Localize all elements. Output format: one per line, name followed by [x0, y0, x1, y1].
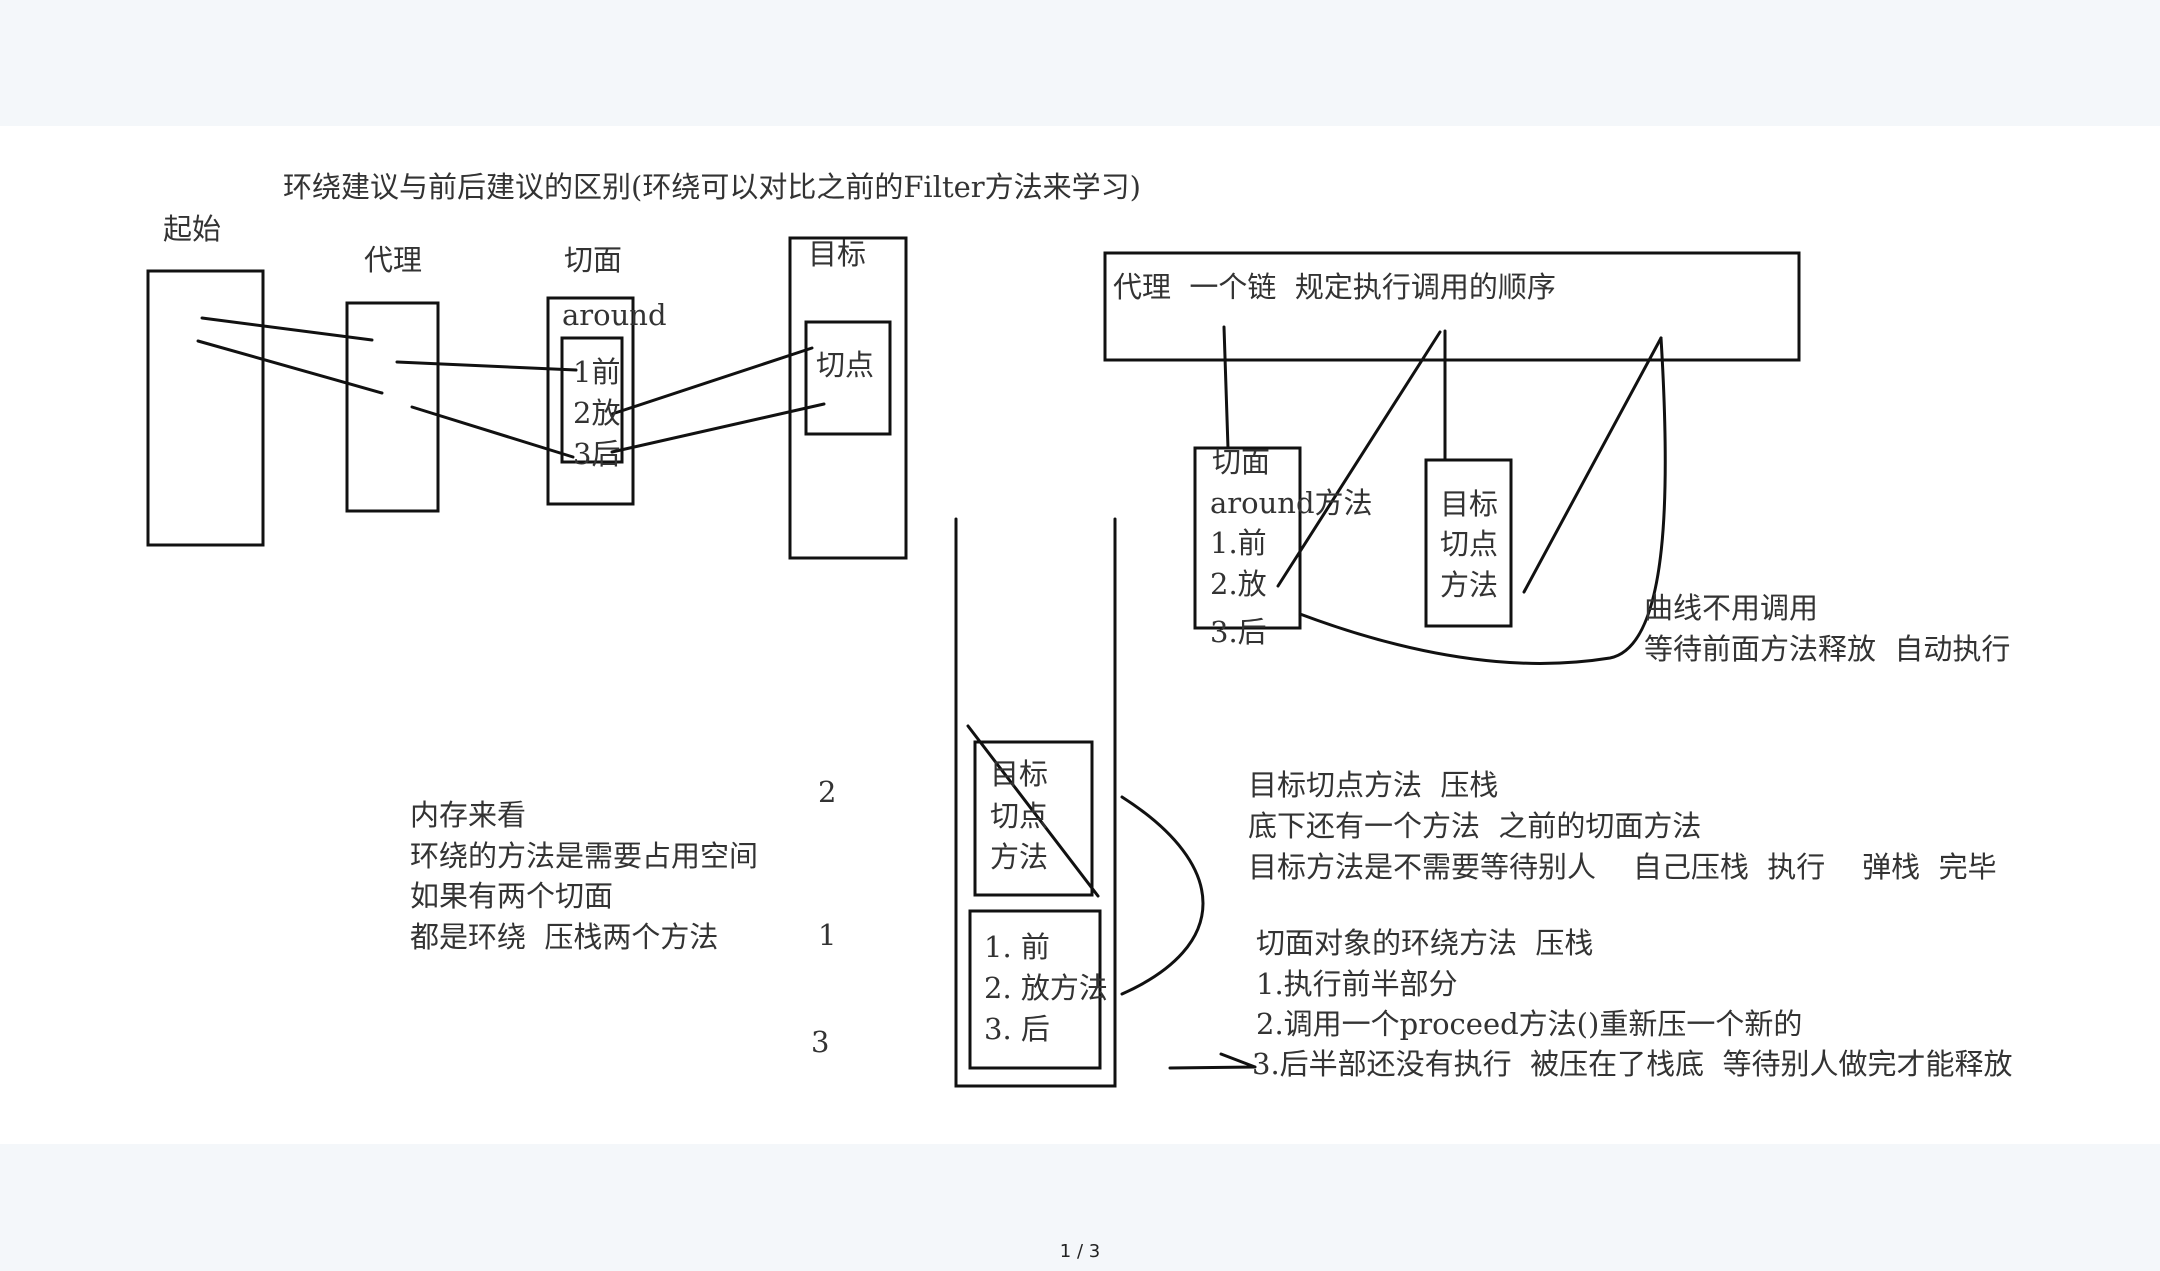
stack-top-frame: [973, 740, 1094, 897]
diagram-drawing: [146, 236, 1801, 1088]
stack-brace: [1120, 795, 1205, 996]
aspect-box: [546, 296, 635, 506]
aspect-note-line: 切面对象的环绕方法 压栈: [1256, 926, 1594, 960]
stack-top-frame-line: 切点: [990, 799, 1049, 833]
chain-target-line: 切点: [1440, 527, 1499, 561]
stack-top-frame-line: 目标: [990, 757, 1049, 791]
start-label: 起始: [163, 212, 222, 246]
aspect-step-1: 1前: [573, 355, 621, 389]
aspect-around-label: around: [562, 298, 667, 332]
stack-bottom-frame-line: 3. 后: [984, 1012, 1050, 1046]
aspect-label: 切面: [564, 243, 623, 277]
pointcut-label: 切点: [816, 348, 875, 382]
stack-arrow: [1168, 1052, 1257, 1070]
stack-number-3: 3: [811, 1025, 830, 1059]
memory-note-line: 内存来看: [410, 798, 527, 832]
curve-note-line: 等待前面方法释放 自动执行: [1644, 632, 2011, 666]
proxy-chain-box: [1103, 251, 1801, 362]
chain-target-box: [1424, 458, 1513, 628]
stack-bottom-frame: [968, 909, 1102, 1070]
flow-line: [395, 360, 578, 372]
start-box: [146, 269, 265, 547]
chain-aspect-line: around方法: [1210, 486, 1373, 520]
chain-aspect-line: 2.放: [1210, 567, 1267, 601]
proxy-box: [345, 301, 440, 513]
curve-note-line: 曲线不用调用: [1644, 591, 1819, 625]
flow-line: [610, 402, 826, 454]
aspect-inner-box: [560, 336, 624, 464]
chain-target-line: 目标: [1440, 487, 1499, 521]
target-box: [788, 236, 908, 560]
diagram-title: 环绕建议与前后建议的区别(环绕可以对比之前的Filter方法来学习): [283, 170, 1141, 204]
stack-outline: [954, 517, 1117, 1088]
stack-bottom-frame-line: 2. 放方法: [984, 971, 1108, 1005]
proxy-chain-text: 代理 一个链 规定执行调用的顺序: [1113, 270, 1556, 304]
chain-target-line: 方法: [1440, 568, 1499, 602]
target-note-line: 底下还有一个方法 之前的切面方法: [1248, 809, 1702, 843]
pointcut-box: [804, 320, 892, 436]
proxy-label: 代理: [364, 243, 423, 277]
memory-note-line: 如果有两个切面: [410, 879, 614, 913]
chain-aspect-line: 切面: [1212, 445, 1271, 479]
stack-bottom-frame-line: 1. 前: [984, 930, 1050, 964]
chain-line: [1522, 336, 1663, 594]
aspect-note-line: 2.调用一个proceed方法()重新压一个新的: [1256, 1007, 1803, 1041]
aspect-step-3: 3后: [573, 437, 621, 471]
chain-aspect-box: [1193, 446, 1302, 630]
target-note-line: 目标切点方法 压栈: [1248, 768, 1499, 802]
flow-line: [200, 316, 374, 342]
stack-strike-line: [966, 724, 1100, 898]
chain-aspect-line: 1.前: [1210, 526, 1267, 560]
stack-top-frame-line: 方法: [990, 840, 1049, 874]
aspect-note-line: 1.执行前半部分: [1256, 967, 1458, 1001]
diagram-page: 环绕建议与前后建议的区别(环绕可以对比之前的Filter方法来学习) 起始 代理…: [0, 126, 2160, 1144]
stack-number-2: 2: [818, 775, 837, 809]
chain-line: [1276, 330, 1442, 588]
chain-line: [1222, 325, 1230, 450]
aspect-step-2: 2放: [573, 396, 621, 430]
flow-line: [196, 339, 384, 395]
flow-line: [410, 405, 575, 459]
chain-aspect-line: 3.后: [1210, 615, 1267, 649]
aspect-note-line: 3.后半部还没有执行 被压在了栈底 等待别人做完才能释放: [1252, 1047, 2013, 1081]
memory-note-line: 都是环绕 压栈两个方法: [410, 920, 719, 954]
chain-curve: [1298, 336, 1667, 665]
flow-line: [610, 346, 814, 416]
target-label: 目标: [808, 237, 867, 271]
page-indicator: 1 / 3: [1059, 1241, 1101, 1262]
memory-note-line: 环绕的方法是需要占用空间: [410, 839, 759, 873]
stack-number-1: 1: [818, 918, 837, 952]
target-note-line: 目标方法是不需要等待别人 自己压栈 执行 弹栈 完毕: [1248, 850, 1997, 884]
